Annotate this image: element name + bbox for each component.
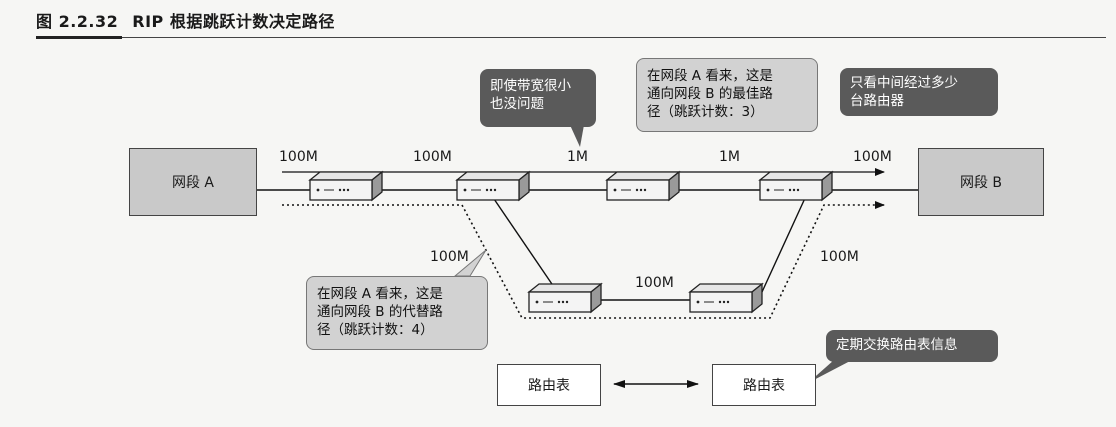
bandwidth-label: 100M	[279, 149, 318, 165]
callout-line: 定期交换路由表信息	[836, 337, 958, 353]
segment-b-label: 网段 B	[959, 175, 1003, 191]
router-3	[606, 171, 680, 201]
callout-line: 通向网段 B 的最佳路	[647, 86, 773, 102]
routing-table-left: 路由表	[497, 364, 601, 406]
bandwidth-label: 1M	[567, 149, 588, 165]
callout-line: 即使带宽很小	[490, 78, 571, 94]
figure-title: 图 2.2.32 RIP 根据跳跃计数决定路径	[36, 8, 335, 32]
router-1	[309, 171, 383, 201]
segment-a: 网段 A	[129, 148, 257, 216]
bandwidth-label: 100M	[853, 149, 892, 165]
bandwidth-label: 100M	[635, 275, 674, 291]
exchange-note-callout: 定期交换路由表信息	[826, 330, 998, 362]
callout-line: 只看中间经过多少	[850, 75, 958, 91]
alt-path-dotted	[282, 201, 885, 319]
callout-line: 径（跳跃计数：3）	[647, 104, 764, 120]
alt-path-callout: 在网段 A 看来，这是 通向网段 B 的代替路 径（跳跃计数：4）	[306, 276, 488, 350]
link-r2-r5	[491, 195, 557, 291]
router-6	[689, 283, 763, 313]
bandwidth-label: 100M	[820, 249, 859, 265]
bandwidth-label: 100M	[413, 149, 452, 165]
figure-number: 图 2.2.32	[36, 12, 119, 31]
bandwidth-label: 100M	[430, 249, 469, 265]
callout-line: 台路由器	[850, 93, 904, 109]
figure-caption: RIP 根据跳跃计数决定路径	[132, 12, 335, 31]
bandwidth-label: 1M	[719, 149, 740, 165]
router-2	[456, 171, 530, 201]
router-4	[759, 171, 833, 201]
hops-note-callout: 只看中间经过多少 台路由器	[840, 68, 998, 116]
router-5	[528, 283, 602, 313]
title-rule	[36, 37, 1106, 38]
title-rule-accent	[36, 36, 122, 39]
exchange-note-pointer	[808, 360, 852, 383]
callout-line: 也没问题	[490, 96, 544, 112]
routing-table-label: 路由表	[743, 378, 785, 394]
routing-table-right: 路由表	[712, 364, 816, 406]
callout-line: 径（跳跃计数：4）	[317, 322, 434, 338]
best-path-callout: 在网段 A 看来，这是 通向网段 B 的最佳路 径（跳跃计数：3）	[636, 58, 818, 132]
callout-line: 在网段 A 看来，这是	[317, 286, 443, 302]
callout-line: 在网段 A 看来，这是	[647, 68, 773, 84]
link-r6-r4	[761, 195, 807, 293]
callout-line: 通向网段 B 的代替路	[317, 304, 443, 320]
routing-table-label: 路由表	[528, 378, 570, 394]
segment-a-label: 网段 A	[171, 175, 215, 191]
segment-b: 网段 B	[918, 148, 1044, 216]
bandwidth-note-callout: 即使带宽很小 也没问题	[480, 69, 596, 127]
